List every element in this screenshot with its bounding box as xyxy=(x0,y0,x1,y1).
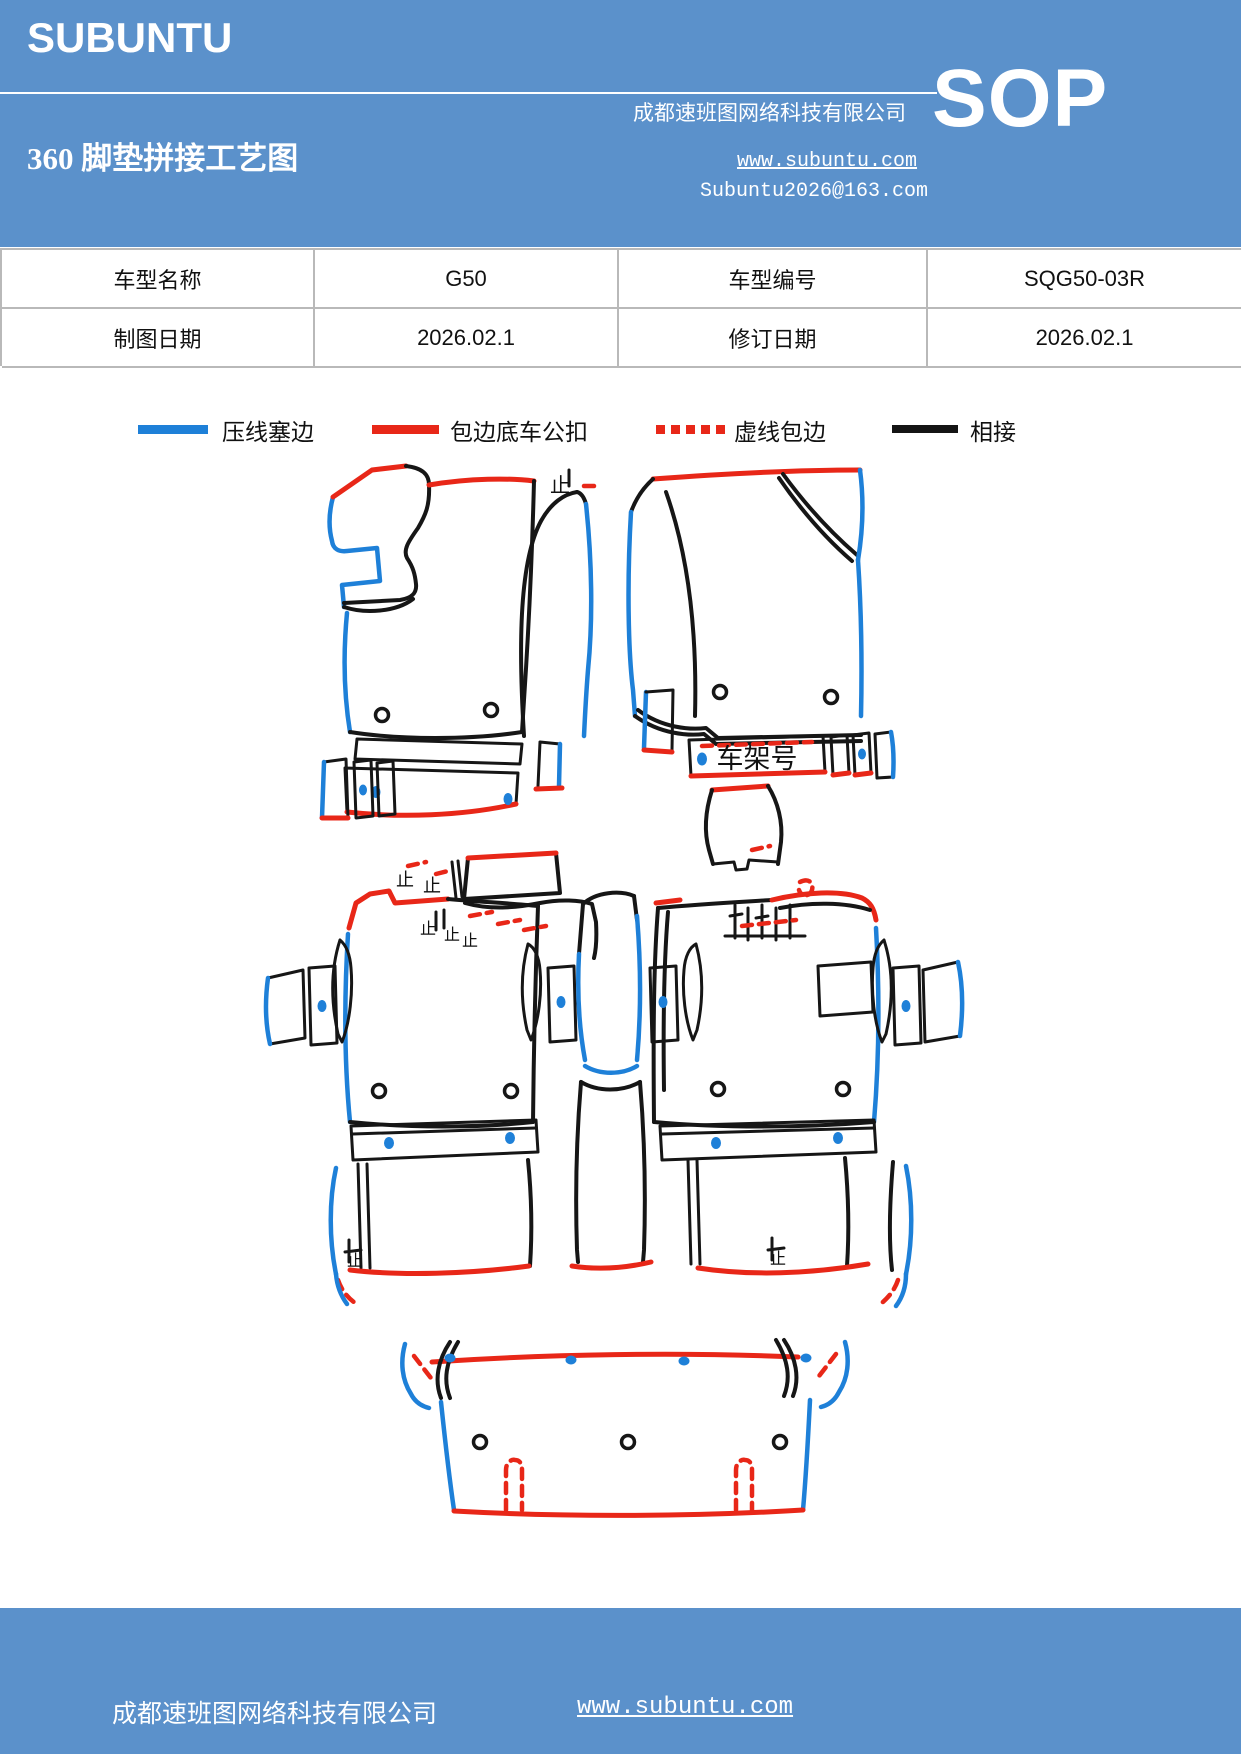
stop-mark: 止 xyxy=(462,932,478,950)
model-name-label: 车型名称 xyxy=(2,250,315,309)
legend-swatch-binding-male xyxy=(372,425,439,434)
revise-date-value: 2026.02.1 xyxy=(928,309,1241,368)
rear-center-top-piece xyxy=(703,783,784,872)
header-website-link[interactable]: www.subuntu.com xyxy=(737,150,918,173)
footer-website-link[interactable]: www.subuntu.com xyxy=(577,1694,794,1721)
trunk-mat xyxy=(400,1338,850,1518)
rear-center-tunnel-strip xyxy=(569,890,654,1271)
header-banner: SUBUNTU 360 脚垫拼接工艺图 成都速班图网络科技有限公司 www.su… xyxy=(0,0,1241,247)
header-company-name: 成都速班图网络科技有限公司 xyxy=(633,101,906,125)
legend-bar: 压线塞边 包边底车公扣 虚线包边 相接 xyxy=(0,404,1241,445)
legend-swatch-joint xyxy=(892,425,958,433)
header-divider xyxy=(0,92,937,94)
stop-mark: 止 xyxy=(550,474,570,497)
footer-company-name: 成都速班图网络科技有限公司 xyxy=(112,1701,438,1728)
page-title: 360 脚垫拼接工艺图 xyxy=(27,141,299,176)
vin-label: 车架号 xyxy=(717,744,798,774)
stop-mark: 止 xyxy=(423,876,441,896)
rear-right-mat xyxy=(651,878,881,1129)
legend-label-joint: 相接 xyxy=(970,420,1016,445)
model-code-value: SQG50-03R xyxy=(928,250,1241,309)
footer-banner xyxy=(0,1608,1241,1754)
legend-label-press-line: 压线塞边 xyxy=(222,420,314,445)
stop-mark: 止 xyxy=(770,1250,786,1268)
legend-label-dashed-binding: 虚线包边 xyxy=(734,420,826,445)
legend-label-binding-male: 包边底车公扣 xyxy=(450,420,588,445)
front-center-tunnel-strip: 止 xyxy=(519,468,603,792)
stop-mark: 止 xyxy=(396,870,414,890)
revise-date-label: 修订日期 xyxy=(619,309,928,368)
vehicle-info-table: 车型名称 G50 车型编号 SQG50-03R 制图日期 2026.02.1 修… xyxy=(0,248,1241,368)
rear-left-bottom-pieces: 止 xyxy=(328,1118,540,1308)
rear-left-mat: 止 止 止 止 止 xyxy=(342,850,599,1129)
vin-bar-piece: 车架号 xyxy=(687,729,896,780)
sop-label: SOP xyxy=(932,53,1109,144)
rear-right-side-flaps xyxy=(648,938,965,1047)
legend-swatch-dashed-binding xyxy=(656,425,725,434)
stop-mark: 止 xyxy=(420,920,436,938)
model-name-value: G50 xyxy=(315,250,619,309)
brand-logo: SUBUNTU xyxy=(27,14,233,61)
rear-right-bottom-pieces: 止 xyxy=(658,1118,914,1309)
rear-left-side-flaps xyxy=(263,938,578,1047)
draw-date-value: 2026.02.1 xyxy=(315,309,619,368)
stop-mark: 止 xyxy=(444,926,460,944)
legend-swatch-press-line xyxy=(138,425,208,434)
draw-date-label: 制图日期 xyxy=(2,309,315,368)
front-left-mat xyxy=(319,463,537,821)
header-email[interactable]: Subuntu2026@163.com xyxy=(700,180,929,203)
front-right-mat xyxy=(626,467,865,755)
stop-mark: 止 xyxy=(347,1252,363,1270)
model-code-label: 车型编号 xyxy=(619,250,928,309)
